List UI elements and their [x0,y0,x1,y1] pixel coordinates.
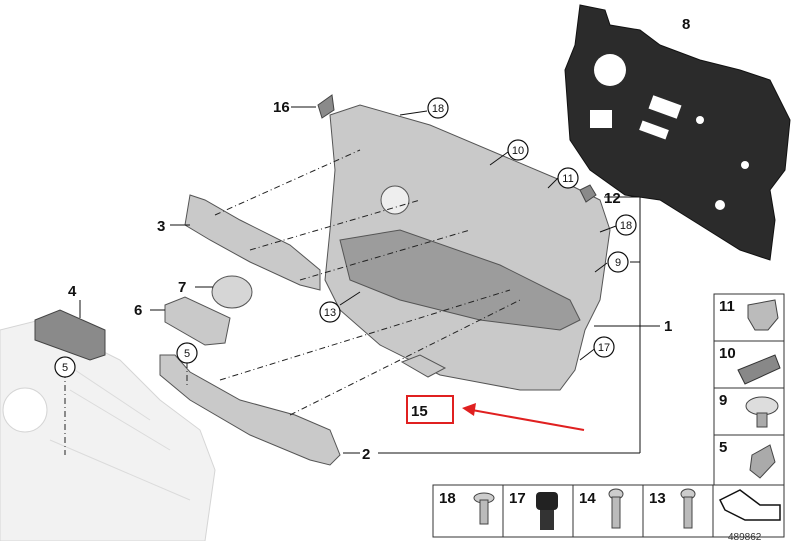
footer-id: 489862 [728,532,762,541]
mirror-switch-panel [164,296,231,346]
callout-6: 6 [134,302,142,319]
highlight-arrow-head [462,403,476,416]
door-trim-armrest [339,229,581,331]
circled-18-side: 18 [620,220,632,232]
legend-11: 11 [719,298,735,315]
circled-11: 11 [562,173,573,185]
highlight-arrow-line [471,409,585,431]
callout-8: 8 [682,16,690,33]
circled-10: 10 [512,145,524,157]
legend-10: 10 [719,345,736,362]
speaker-grille [211,275,253,309]
circled-13: 13 [324,307,336,319]
bracket-clip [317,94,335,119]
legend-18: 18 [439,490,456,507]
legend-17: 17 [509,490,526,507]
highlight-box [406,395,454,424]
clip-12 [579,184,597,203]
direction-arrow-icon [718,489,781,521]
circled-17: 17 [598,342,610,354]
assembly-lines [64,149,521,455]
circled-9: 9 [615,257,621,269]
cover-cap [400,354,447,378]
callout-12: 12 [604,190,621,207]
callout-4: 4 [68,283,77,300]
armrest [159,354,341,466]
circled-5-left: 5 [62,362,68,374]
legend-5: 5 [719,439,727,456]
circled-5-mid: 5 [184,348,190,360]
legend-9: 9 [719,392,727,409]
grommet-17-icon [536,492,558,510]
clip-5-icon [749,444,776,479]
clip-9-icon [745,396,779,416]
leader-lines [79,106,660,454]
callout-2: 2 [362,446,370,463]
insulation-holes [590,54,749,210]
callout-16: 16 [273,99,290,116]
callout-3: 3 [157,218,165,235]
circled-callouts: 18 10 11 18 9 13 17 5 5 [54,97,637,378]
speaker-opening [380,185,410,215]
legend-14: 14 [579,490,596,507]
callout-7: 7 [178,279,186,296]
legend-side-column: 11 10 9 5 [713,293,785,486]
clip-11-icon [747,299,779,331]
legend-bottom-row: 18 17 14 13 [432,484,785,538]
circled-18-top: 18 [432,103,444,115]
callout-15: 15 [411,403,428,420]
trim-strip [184,194,321,291]
legend-13: 13 [649,490,666,507]
window-switch-panel [34,309,106,361]
callout-1: 1 [664,318,672,335]
clip-10-icon [737,354,781,385]
callout-labels: 1 2 3 4 6 7 8 12 15 16 [68,16,690,463]
